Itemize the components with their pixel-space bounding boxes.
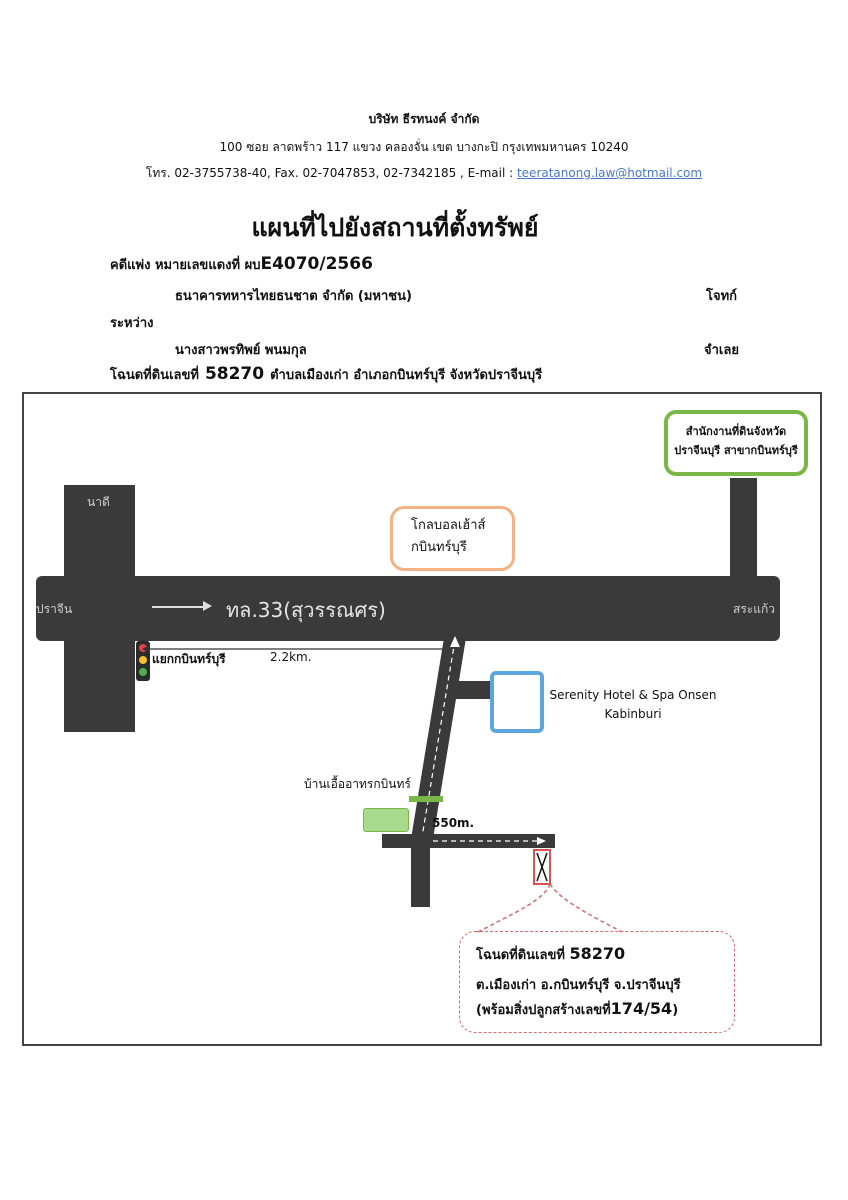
plaintiff-role: โจทก์ <box>706 289 738 304</box>
deed-callout-box <box>459 931 735 1033</box>
prachin-label: ปราจีน <box>36 602 73 616</box>
village-cross-road <box>382 834 555 848</box>
target-plot-marker <box>533 849 551 885</box>
hotel-name-line-2: Kabinburi <box>604 707 662 721</box>
callout-pointer-left <box>477 883 551 933</box>
company-contact: โทร. 02-3755738-40, Fax. 02-7047853, 02-… <box>0 164 848 183</box>
distance-550m-label: 550m. <box>432 816 475 830</box>
callout-deed-prefix: โฉนดที่ดินเลขที่ <box>476 948 565 963</box>
email-link[interactable]: teeratanong.law@hotmail.com <box>516 166 703 180</box>
side-road-centerline <box>420 639 456 844</box>
village-marker <box>363 808 409 832</box>
traffic-light-red-icon <box>139 644 147 652</box>
deed-line: โฉนดที่ดินเลขที่ 58270 ตำบลเมืองเก่า อำเภอ… <box>110 364 542 385</box>
global-house-box: โกลบอลเฮ้าส์ กบินทร์บุรี <box>390 506 515 571</box>
callout-building-suffix: ) <box>672 1003 679 1018</box>
land-office-box: สำนักงานที่ดินจังหวัด ปราจีนบุรี สาขากบิ… <box>664 410 808 476</box>
land-office-line-1: สำนักงานที่ดินจังหวัด <box>685 425 787 438</box>
deed-number: 58270 <box>204 364 265 384</box>
case-label: คดีแพ่ง หมายเลขแดงที่ ผบ <box>110 258 261 273</box>
hotel-spur-road <box>456 681 494 699</box>
company-name: บริษัท ธีรทนงค์ จำกัด <box>368 112 480 126</box>
plaintiff-name: ธนาคารทหารไทยธนชาต จำกัด (มหาชน) <box>175 289 412 304</box>
global-house-line-2: กบินทร์บุรี <box>411 540 467 555</box>
case-number: E4070/2566 <box>260 254 373 274</box>
nadi-label: นาดี <box>87 495 110 509</box>
page-title: แผนที่ไปยังสถานที่ตั้งทรัพย์ <box>251 213 539 242</box>
hotel-label: Serenity Hotel & Spa Onsen Kabinburi <box>548 686 718 724</box>
junction-label: แยกกบินทร์บุรี <box>152 652 226 666</box>
defendant-role: จำเลย <box>704 343 739 358</box>
village-lower-road <box>411 845 430 907</box>
traffic-light-green-icon <box>139 668 147 676</box>
village-entrance-marker <box>409 796 443 802</box>
hotel-name-line-1: Serenity Hotel & Spa Onsen <box>549 688 717 702</box>
distance-2-2km-label: 2.2km. <box>270 650 312 664</box>
sakaeo-label: สระแก้ว <box>733 602 775 616</box>
highway-33-road <box>36 576 780 641</box>
map-frame <box>22 392 822 1046</box>
callout-line-1: โฉนดที่ดินเลขที่ 58270 <box>476 944 625 965</box>
callout-line-3: (พร้อมสิ่งปลูกสร้างเลขที่174/54) <box>476 999 678 1020</box>
side-road-arrow-icon <box>450 636 460 647</box>
direction-arrow-head-icon <box>203 601 212 611</box>
village-road-arrow-icon <box>537 837 546 845</box>
village-label: บ้านเอื้ออาทรกบินทร์ <box>304 777 411 791</box>
land-office-line-2: ปราจีนบุรี สาขากบินทร์บุรี <box>674 444 798 457</box>
contact-phone-fax: โทร. 02-3755738-40, Fax. 02-7047853, 02-… <box>145 166 517 180</box>
callout-line-2: ต.เมืองเก่า อ.กบินทร์บุรี จ.ปราจีนบุรี <box>476 978 681 993</box>
case-number-line: คดีแพ่ง หมายเลขแดงที่ ผบE4070/2566 <box>110 254 373 275</box>
company-address: 100 ซอย ลาดพร้าว 117 แขวง คลองจั่น เขต บ… <box>219 140 629 154</box>
hotel-box <box>490 671 544 733</box>
callout-pointer-right <box>549 883 623 933</box>
defendant-name: นางสาวพรทิพย์ พนมกุล <box>175 343 307 358</box>
callout-deed-number: 58270 <box>569 944 626 963</box>
highway-label: ทล.33(สุวรรณศร) <box>226 598 386 622</box>
direction-arrow-line <box>152 606 206 608</box>
deed-prefix: โฉนดที่ดินเลขที่ <box>110 368 199 383</box>
land-office-access-road <box>730 478 757 588</box>
callout-building-prefix: (พร้อมสิ่งปลูกสร้างเลขที่ <box>476 1003 611 1018</box>
callout-building-number: 174/54 <box>610 999 673 1018</box>
between-label: ระหว่าง <box>110 316 154 331</box>
deed-location: ตำบลเมืองเก่า อำเภอกบินทร์บุรี จังหวัดปร… <box>270 368 543 383</box>
traffic-light-yellow-icon <box>139 656 147 664</box>
global-house-line-1: โกลบอลเฮ้าส์ <box>411 518 486 533</box>
